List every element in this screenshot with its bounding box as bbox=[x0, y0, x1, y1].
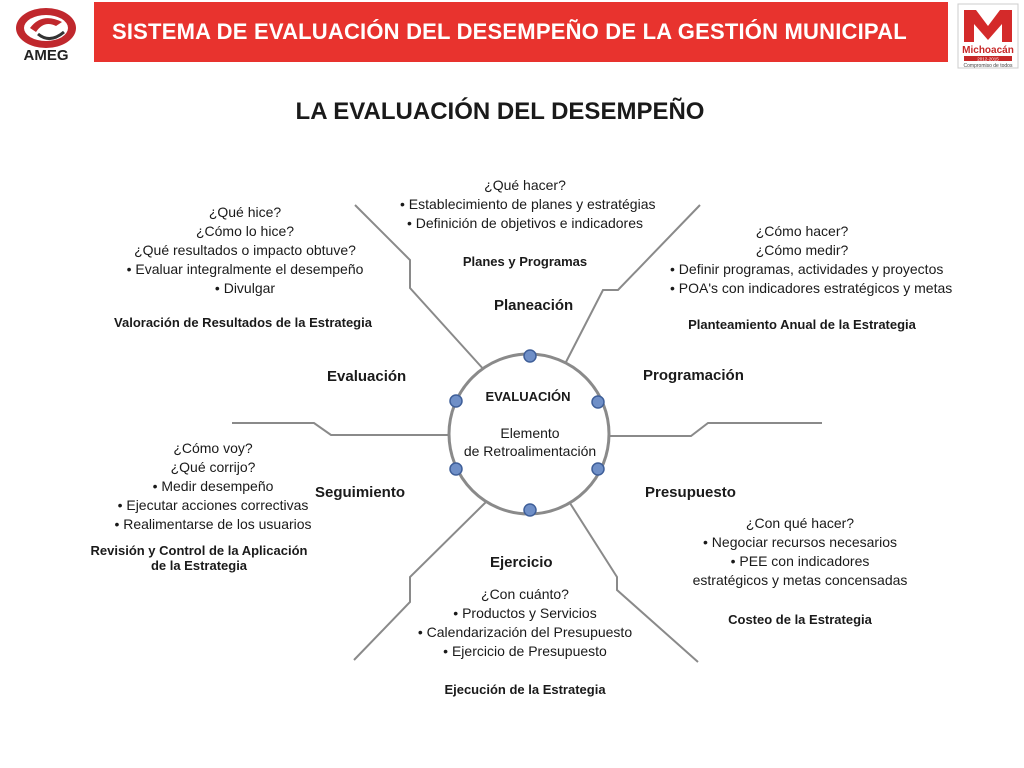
block-top-right-line: • POA's con indicadores estratégicos y m… bbox=[670, 280, 953, 296]
node-lower-right bbox=[591, 462, 605, 476]
block-top-left-line: ¿Cómo lo hice? bbox=[195, 223, 295, 239]
node-bottom bbox=[523, 503, 537, 517]
ameg-logo-text: AMEG bbox=[24, 47, 69, 64]
center-subtitle: Elemento de Retroalimentación bbox=[450, 424, 610, 460]
block-bottom-left-line: • Medir desempeño bbox=[152, 478, 274, 494]
michoacan-logo: Michoacán 2012-2015 Compromiso de todos bbox=[957, 3, 1019, 69]
stage-programacion: Programación bbox=[643, 367, 744, 384]
block-bottom-left-caption-line1: Revisión y Control de la Aplicación bbox=[90, 543, 308, 558]
block-bottom-caption: Ejecución de la Estrategia bbox=[444, 682, 606, 697]
michoacan-logo-text: Michoacán bbox=[962, 45, 1014, 56]
spoke-left bbox=[232, 422, 448, 436]
block-bottom-right: ¿Con qué hacer? • Negociar recursos nece… bbox=[690, 514, 910, 590]
block-bottom-line: • Calendarización del Presupuesto bbox=[417, 624, 633, 640]
node-upper-left bbox=[449, 394, 463, 408]
block-top-right-caption: Planteamiento Anual de la Estrategia bbox=[688, 317, 916, 332]
block-top-right-line: ¿Cómo medir? bbox=[755, 242, 849, 258]
block-bottom-right-line: • PEE con indicadores bbox=[730, 553, 870, 569]
block-top-right-line: ¿Cómo hacer? bbox=[755, 223, 849, 239]
stage-planeacion: Planeación bbox=[494, 297, 574, 314]
block-bottom-right-line: estratégicos y metas concensadas bbox=[692, 572, 908, 588]
block-bottom-left-line: ¿Cómo voy? bbox=[173, 440, 253, 456]
center-sub-line2: de Retroalimentación bbox=[463, 443, 597, 459]
block-bottom-line: ¿Con cuánto? bbox=[481, 586, 569, 602]
node-lower-left bbox=[449, 462, 463, 476]
block-bottom-right-line: ¿Con qué hacer? bbox=[745, 515, 855, 531]
spoke-bottom-left bbox=[353, 499, 489, 661]
stage-ejercicio: Ejercicio bbox=[490, 554, 553, 571]
block-top-left: ¿Qué hice? ¿Cómo lo hice? ¿Qué resultado… bbox=[120, 203, 370, 298]
block-bottom-left-line: • Ejecutar acciones correctivas bbox=[117, 497, 309, 513]
ameg-logo: AMEG bbox=[16, 8, 76, 64]
center-sub-line1: Elemento bbox=[500, 425, 560, 441]
slide-title: LA EVALUACIÓN DEL DESEMPEÑO bbox=[295, 98, 705, 125]
spoke-top-left bbox=[354, 204, 487, 373]
stage-presupuesto: Presupuesto bbox=[645, 484, 736, 501]
block-top-left-line: ¿Qué hice? bbox=[208, 204, 282, 220]
michoacan-logo-years: 2012-2015 bbox=[977, 57, 999, 62]
michoacan-logo-slogan: Compromiso de todos bbox=[964, 63, 1013, 69]
block-bottom: ¿Con cuánto? • Productos y Servicios • C… bbox=[410, 585, 640, 661]
banner-title: SISTEMA DE EVALUACIÓN DEL DESEMPEÑO DE L… bbox=[94, 2, 948, 62]
block-top-right-line: • Definir programas, actividades y proye… bbox=[670, 261, 944, 277]
stage-evaluacion: Evaluación bbox=[327, 368, 407, 385]
block-bottom-line: • Productos y Servicios bbox=[453, 605, 597, 621]
block-top: ¿Qué hacer? • Establecimiento de planes … bbox=[400, 176, 656, 233]
spoke-right bbox=[610, 422, 822, 437]
block-bottom-right-caption: Costeo de la Estrategia bbox=[728, 612, 872, 627]
block-top-line: • Establecimiento de planes y estratégia… bbox=[400, 196, 656, 212]
block-top-left-line: • Evaluar integralmente el desempeño bbox=[126, 261, 364, 277]
block-top-left-caption: Valoración de Resultados de la Estrategi… bbox=[114, 315, 372, 330]
block-bottom-left-caption: Revisión y Control de la Aplicación de l… bbox=[78, 543, 320, 573]
center-title: EVALUACIÓN bbox=[485, 389, 571, 404]
spoke-top-right bbox=[565, 204, 701, 363]
block-bottom-left: ¿Cómo voy? ¿Qué corrijo? • Medir desempe… bbox=[98, 439, 328, 534]
node-top bbox=[523, 349, 537, 363]
block-top-left-line: • Divulgar bbox=[214, 280, 276, 296]
block-top-right: ¿Cómo hacer? ¿Cómo medir? • Definir prog… bbox=[670, 222, 953, 298]
block-bottom-right-line: • Negociar recursos necesarios bbox=[703, 534, 897, 550]
stage-seguimiento: Seguimiento bbox=[315, 484, 406, 501]
spoke-bottom-right bbox=[567, 499, 699, 663]
block-bottom-left-line: ¿Qué corrijo? bbox=[170, 459, 256, 475]
block-top-line: ¿Qué hacer? bbox=[484, 177, 566, 193]
block-bottom-left-line: • Realimentarse de los usuarios bbox=[114, 516, 312, 532]
block-top-left-line: ¿Qué resultados o impacto obtuve? bbox=[134, 242, 356, 258]
block-top-caption: Planes y Programas bbox=[462, 254, 588, 269]
node-upper-right bbox=[591, 395, 605, 409]
block-bottom-left-caption-line2: de la Estrategia bbox=[150, 558, 248, 573]
header: AMEG SISTEMA DE EVALUACIÓN DEL DESEMPEÑO… bbox=[0, 0, 1024, 72]
block-bottom-line: • Ejercicio de Presupuesto bbox=[443, 643, 607, 659]
block-top-line: • Definición de objetivos e indicadores bbox=[406, 215, 644, 231]
